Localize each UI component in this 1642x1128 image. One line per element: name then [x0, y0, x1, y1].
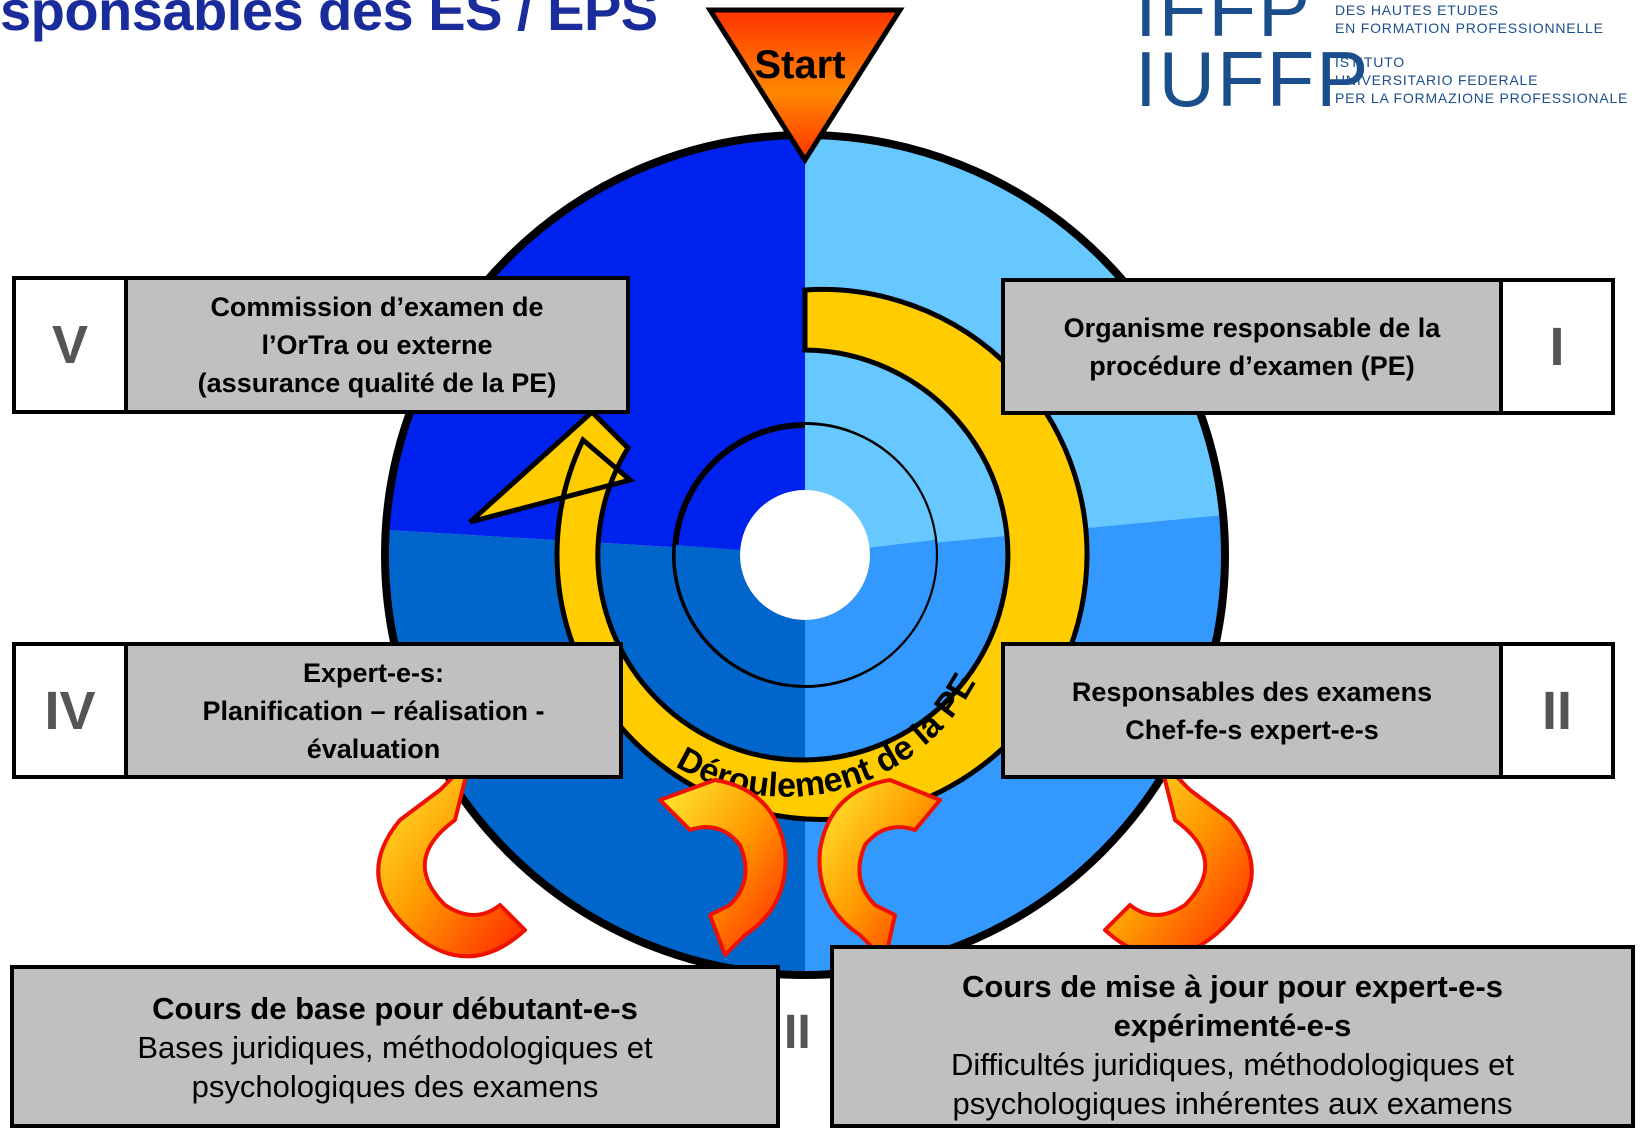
logo-iffp: IFFP — [1135, 0, 1312, 53]
flame-arrow-mid-right — [817, 778, 942, 962]
role-box-ii: Responsables des examens Chef-fe-s exper… — [1001, 642, 1615, 779]
start-marker: Start — [705, 7, 905, 165]
course-text-basic: Bases juridiques, méthodologiques et psy… — [137, 1030, 653, 1104]
flame-arrow-right — [1103, 758, 1254, 959]
role-box-iv: IV Expert-e-s: Planification – réalisati… — [12, 642, 623, 779]
institute-logo: IFFP IUFFP DES HAUTES ETUDES EN FORMATIO… — [1135, 0, 1642, 118]
role-box-v: V Commission d’examen de l’OrTra ou exte… — [12, 276, 630, 414]
flame-arrow-mid-left — [658, 778, 788, 957]
course-title-basic: Cours de base pour débutant-e-s — [152, 991, 638, 1026]
logo-iuffp: IUFFP — [1135, 35, 1371, 123]
flame-arrows — [376, 758, 1254, 962]
course-title-update: Cours de mise à jour pour expert-e-s exp… — [962, 969, 1503, 1043]
role-label-ii: Responsables des examens Chef-fe-s exper… — [1071, 676, 1433, 745]
center-hole — [740, 490, 870, 620]
page-title: sponsables des ES / EPS — [0, 0, 658, 42]
start-label: Start — [754, 43, 845, 87]
role-label-v: Commission d’examen de l’OrTra ou extern… — [197, 292, 557, 398]
role-numeral-ii: II — [1499, 646, 1611, 775]
logo-line: DES HAUTES ETUDES — [1335, 2, 1499, 18]
cycle-arrow-shape — [468, 286, 1090, 822]
course-text-update: Difficultés juridiques, méthodologiques … — [951, 1047, 1514, 1121]
start-triangle — [705, 7, 905, 165]
flame-arrow-left — [376, 758, 527, 959]
role-label-iv: Expert-e-s: Planification – réalisation … — [202, 657, 545, 764]
role-label-i: Organisme responsable de la procédure d’… — [1063, 312, 1441, 381]
logo-line: PER LA FORMAZIONE PROFESSIONALE — [1335, 90, 1629, 106]
course-box-update: Cours de mise à jour pour expert-e-s exp… — [830, 945, 1635, 1128]
course-box-basic: Cours de base pour débutant-e-s Bases ju… — [10, 965, 780, 1128]
role-numeral-v: V — [16, 280, 128, 410]
role-box-i: Organisme responsable de la procédure d’… — [1001, 278, 1615, 415]
role-numeral-iv: IV — [16, 646, 128, 775]
logo-line: EN FORMATION PROFESSIONNELLE — [1335, 20, 1604, 36]
stray-numeral: II — [784, 1006, 811, 1059]
circle-wheel — [381, 131, 1229, 979]
logo-line: ISTITUTO — [1335, 54, 1405, 70]
role-numeral-i: I — [1499, 282, 1611, 411]
logo-line: UNIVERSITARIO FEDERALE — [1335, 72, 1539, 88]
